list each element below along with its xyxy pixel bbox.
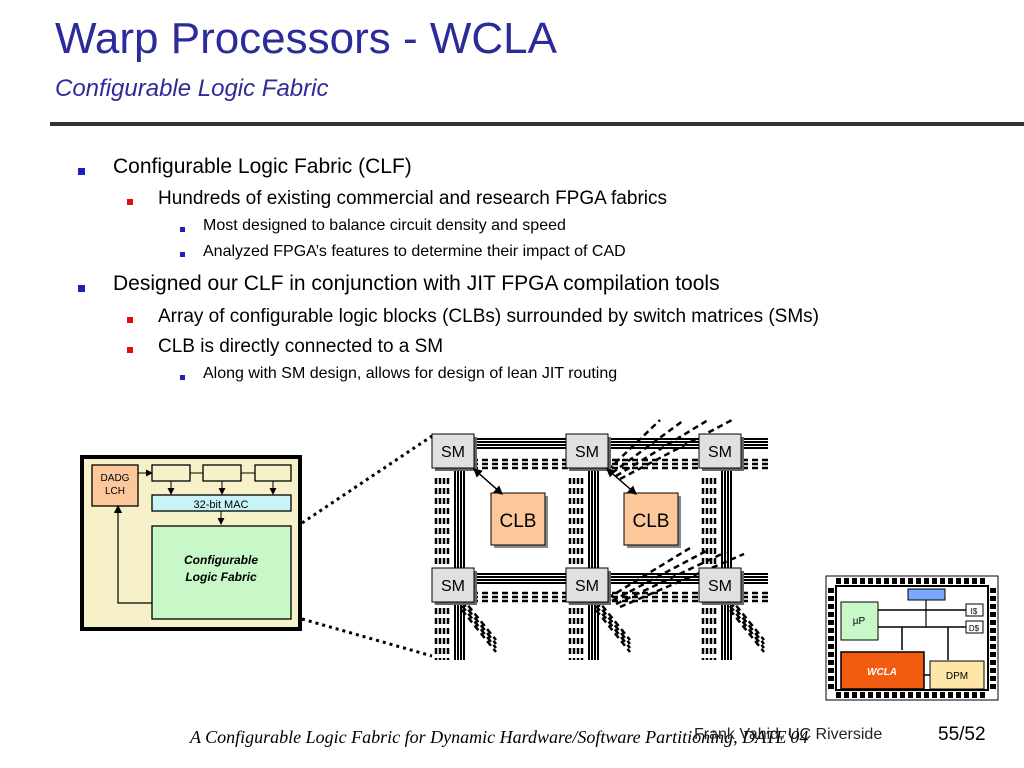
switch-matrix: SM bbox=[565, 567, 611, 605]
bullet-marker-l3 bbox=[180, 227, 185, 232]
sm-label: SM bbox=[441, 444, 465, 461]
zoom-line bbox=[301, 434, 433, 525]
dcache-label: D$ bbox=[969, 624, 980, 633]
icache-label: I$ bbox=[971, 607, 978, 616]
wcla-block: DADG LCH 32-bit MAC Configurable Logic F… bbox=[80, 455, 302, 631]
switch-matrix: SM bbox=[565, 433, 611, 471]
footer-citation: A Configurable Logic Fabric for Dynamic … bbox=[190, 727, 809, 747]
clb-1: CLB bbox=[490, 492, 548, 548]
register-box bbox=[202, 464, 242, 482]
sm-label: SM bbox=[575, 578, 599, 595]
slide-subtitle: Configurable Logic Fabric bbox=[55, 75, 329, 102]
bullet-l2: CLB is directly connected to a SM bbox=[158, 336, 444, 357]
clb-2: CLB bbox=[623, 492, 681, 548]
bullet-marker-l3 bbox=[180, 375, 185, 380]
bullet-marker-l1 bbox=[78, 168, 85, 175]
bullet-l1: Designed our CLF in conjunction with JIT… bbox=[113, 272, 720, 295]
profiler-box bbox=[907, 588, 946, 601]
bullet-l3: Most designed to balance circuit density… bbox=[203, 217, 566, 234]
bullet-marker-l1 bbox=[78, 285, 85, 292]
register-box bbox=[151, 464, 191, 482]
zoom-line bbox=[301, 617, 433, 658]
bullet-marker-l2 bbox=[127, 347, 133, 353]
clf-label-line1: Configurable bbox=[184, 553, 258, 567]
bullet-marker-l2 bbox=[127, 199, 133, 205]
wcla-box bbox=[840, 651, 925, 690]
clf-box bbox=[151, 525, 292, 620]
clb-label: CLB bbox=[500, 511, 537, 532]
bullet-l2: Array of configurable logic blocks (CLBs… bbox=[158, 306, 820, 327]
clb-label: CLB bbox=[633, 511, 670, 532]
dpm-label: DPM bbox=[946, 671, 968, 682]
sm-label: SM bbox=[575, 444, 599, 461]
up-box bbox=[840, 601, 879, 641]
switch-matrix: SM bbox=[698, 433, 744, 471]
processor-chip: µP I$ D$ WCLA DPM bbox=[825, 575, 999, 701]
page-number: 55/52 bbox=[938, 724, 986, 745]
bullet-marker-l2 bbox=[127, 317, 133, 323]
switch-matrices: SM SM SM SM SM SM bbox=[431, 433, 744, 605]
switch-matrix: SM bbox=[698, 567, 744, 605]
bullet-l3: Analyzed FPGA’s features to determine th… bbox=[203, 243, 626, 260]
dadg-label: DADG bbox=[101, 473, 130, 484]
clf-label-line2: Logic Fabric bbox=[185, 570, 257, 584]
switch-matrix: SM bbox=[431, 567, 477, 605]
bullet-marker-l3 bbox=[180, 252, 185, 257]
register-box bbox=[254, 464, 292, 482]
bullet-l2: Hundreds of existing commercial and rese… bbox=[158, 188, 667, 209]
sm-label: SM bbox=[708, 578, 732, 595]
title-divider bbox=[50, 122, 1024, 126]
mac-label: 32-bit MAC bbox=[193, 499, 248, 511]
bullet-l3: Along with SM design, allows for design … bbox=[203, 365, 618, 382]
lch-label: LCH bbox=[105, 486, 125, 497]
wcla-label: WCLA bbox=[867, 667, 897, 678]
sm-label: SM bbox=[441, 578, 465, 595]
footer-author: Frank Vahid, UC Riverside bbox=[694, 726, 883, 743]
bullet-l1: Configurable Logic Fabric (CLF) bbox=[113, 155, 412, 178]
sm-label: SM bbox=[708, 444, 732, 461]
dadg-lch-box bbox=[91, 464, 139, 507]
switch-matrix: SM bbox=[431, 433, 477, 471]
slide-title: Warp Processors - WCLA bbox=[55, 14, 558, 63]
up-label: µP bbox=[853, 616, 866, 627]
